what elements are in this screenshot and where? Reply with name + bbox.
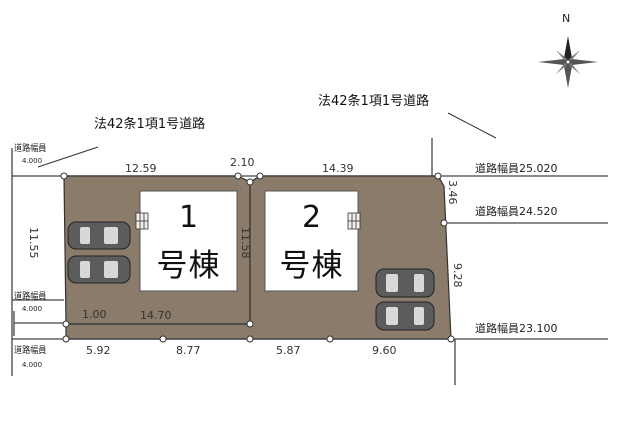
building-2-number: 2 <box>301 200 322 235</box>
leader-line-left <box>37 146 99 168</box>
dimension-inner-small: 1.00 <box>82 308 107 321</box>
road-width-title: 道路幅員 <box>14 346 47 356</box>
boundary-marker <box>62 335 70 343</box>
leader-line-right <box>447 112 497 139</box>
boundary-markers <box>60 172 455 343</box>
road-width-title: 道路幅員 <box>14 292 47 302</box>
leader-lines <box>37 112 497 168</box>
dimension-top-lot1: 12.59 <box>125 162 157 175</box>
road-width-label: 道路幅員24.520 <box>475 205 558 218</box>
entrance-hatch-1 <box>135 212 149 230</box>
boundary-marker <box>440 219 448 227</box>
boundary-marker <box>246 320 254 328</box>
law-road-label-left: 法42条1項1号道路 <box>94 117 206 132</box>
dimension-right-lower: 9.28 <box>451 263 464 288</box>
compass-icon <box>538 36 598 88</box>
boundary-marker <box>326 335 334 343</box>
boundary-marker <box>246 178 254 186</box>
dimension-inner-bottom: 14.70 <box>140 309 172 322</box>
car-icon <box>67 255 131 284</box>
boundary-marker <box>246 335 254 343</box>
dimension-right-upper: 3.46 <box>446 180 459 205</box>
boundary-marker <box>434 172 442 180</box>
entrance-hatch-2 <box>347 212 361 230</box>
boundary-marker <box>62 320 70 328</box>
road-width-label: 道路幅員25.020 <box>475 162 558 175</box>
dimension-left-side: 11.55 <box>27 227 40 259</box>
boundary-marker <box>60 172 68 180</box>
car-icon <box>375 301 435 331</box>
building-1-number: 1 <box>178 200 199 235</box>
road-width-label: 道路幅員23.100 <box>475 322 558 335</box>
building-2-name: 号棟 <box>279 248 344 284</box>
dimension-top-lot2: 14.39 <box>322 162 354 175</box>
road-width-title: 道路幅員 <box>14 144 47 154</box>
road-width-value: 4.000 <box>22 361 43 369</box>
boundary-marker <box>256 172 264 180</box>
boundary-marker <box>234 172 242 180</box>
dimension-top-gap: 2.10 <box>230 156 255 169</box>
road-width-value: 4.000 <box>22 157 43 165</box>
boundary-marker <box>447 335 455 343</box>
building-2-footprint <box>264 190 359 292</box>
building-1-footprint <box>139 190 238 292</box>
dimension-bottom-4: 9.60 <box>372 344 397 357</box>
car-icon <box>375 268 435 298</box>
dimension-divider: 11.58 <box>239 227 252 259</box>
dimension-bottom-3: 5.87 <box>276 344 301 357</box>
dimension-bottom-1: 5.92 <box>86 344 111 357</box>
road-width-value: 4.000 <box>22 305 43 313</box>
boundary-marker <box>159 335 167 343</box>
car-icon <box>67 221 131 250</box>
law-road-label-right: 法42条1項1号道路 <box>318 94 430 109</box>
dimension-bottom-2: 8.77 <box>176 344 201 357</box>
compass-north-label: N <box>562 12 571 25</box>
building-1-name: 号棟 <box>156 248 221 284</box>
